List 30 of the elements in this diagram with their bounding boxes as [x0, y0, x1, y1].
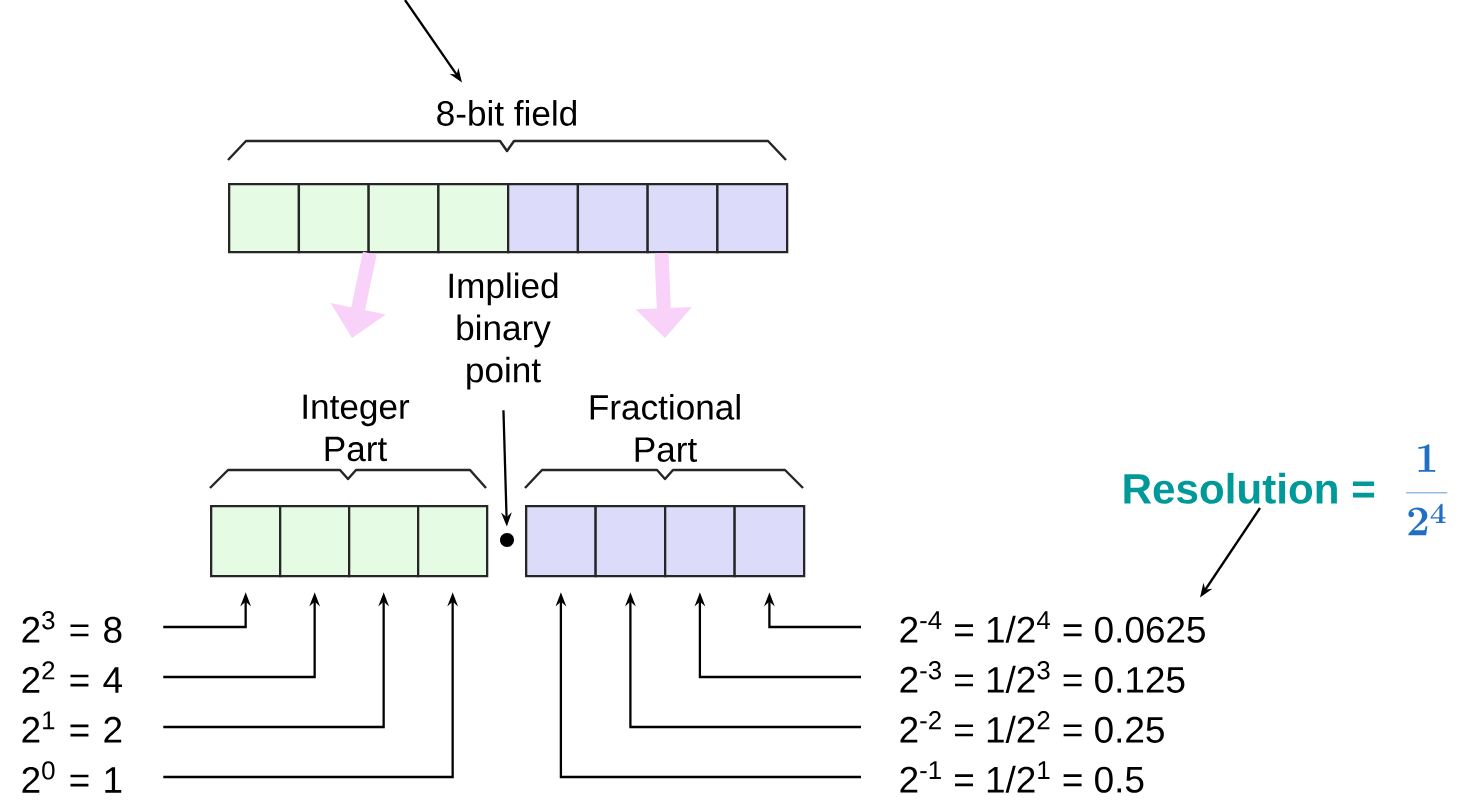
bit-cell [594, 505, 667, 578]
bit-cell [716, 183, 789, 254]
power-label: 2$^{0}$ = 1 [22, 761, 122, 793]
part-label: Fractional Part [590, 394, 740, 462]
bit-cell [507, 183, 580, 254]
power-label: 2$^{-1}$ = 1/2$^{1}$ = 0.5 [900, 761, 1144, 793]
power-label: 2$^{3}$ = 8 [22, 611, 122, 643]
bit-cell [210, 505, 282, 578]
power-label: 2$^{1}$ = 2 [22, 711, 122, 743]
bit-cell [348, 505, 420, 578]
bit-cell [417, 505, 489, 578]
bit-cell [437, 183, 510, 254]
power-label: 2$^{-2}$ = 1/2$^{2}$ = 0.25 [900, 711, 1164, 743]
resolution-formula: Resolution = $\frac{1}{2^{4}}$ [1124, 444, 1448, 536]
power-label: 2$^{2}$ = 4 [22, 661, 122, 693]
bit-cell [367, 183, 440, 254]
part-label: Integer Part [303, 394, 410, 462]
power-label: 2$^{-4}$ = 1/2$^{4}$ = 0.0625 [900, 611, 1205, 643]
bit-cell [279, 505, 351, 578]
field-label: 8-bit field [437, 100, 576, 126]
bit-cell [297, 183, 370, 254]
bit-cell [664, 505, 736, 578]
bit-cell [576, 183, 649, 254]
bit-cell [646, 183, 719, 254]
bit-cell [733, 505, 806, 578]
binary-point-dot [500, 533, 514, 547]
point-label: Implied binary point [449, 272, 558, 390]
bit-cell [525, 505, 597, 578]
bit-cell [228, 183, 301, 254]
power-label: 2$^{-3}$ = 1/2$^{3}$ = 0.125 [900, 661, 1185, 693]
